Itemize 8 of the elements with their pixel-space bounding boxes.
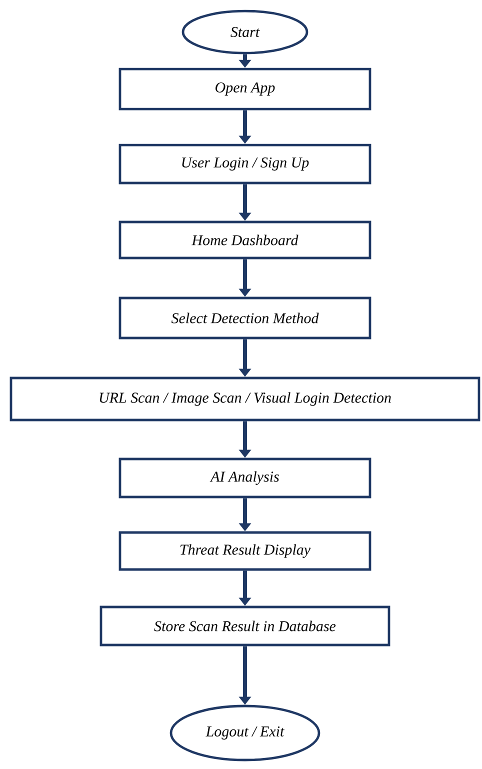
process-box: Threat Result Display	[118, 531, 372, 571]
process-box: URL Scan / Image Scan / Visual Login Detection	[10, 376, 480, 422]
process-box: Home Dashboard	[118, 220, 372, 260]
process-box: Open App	[118, 68, 372, 110]
process-box: Select Detection Method	[118, 296, 372, 340]
process-box: AI Analysis	[118, 458, 372, 498]
process-box: User Login / Sign Up	[118, 144, 372, 184]
process-box: Store Scan Result in Database	[100, 606, 390, 646]
